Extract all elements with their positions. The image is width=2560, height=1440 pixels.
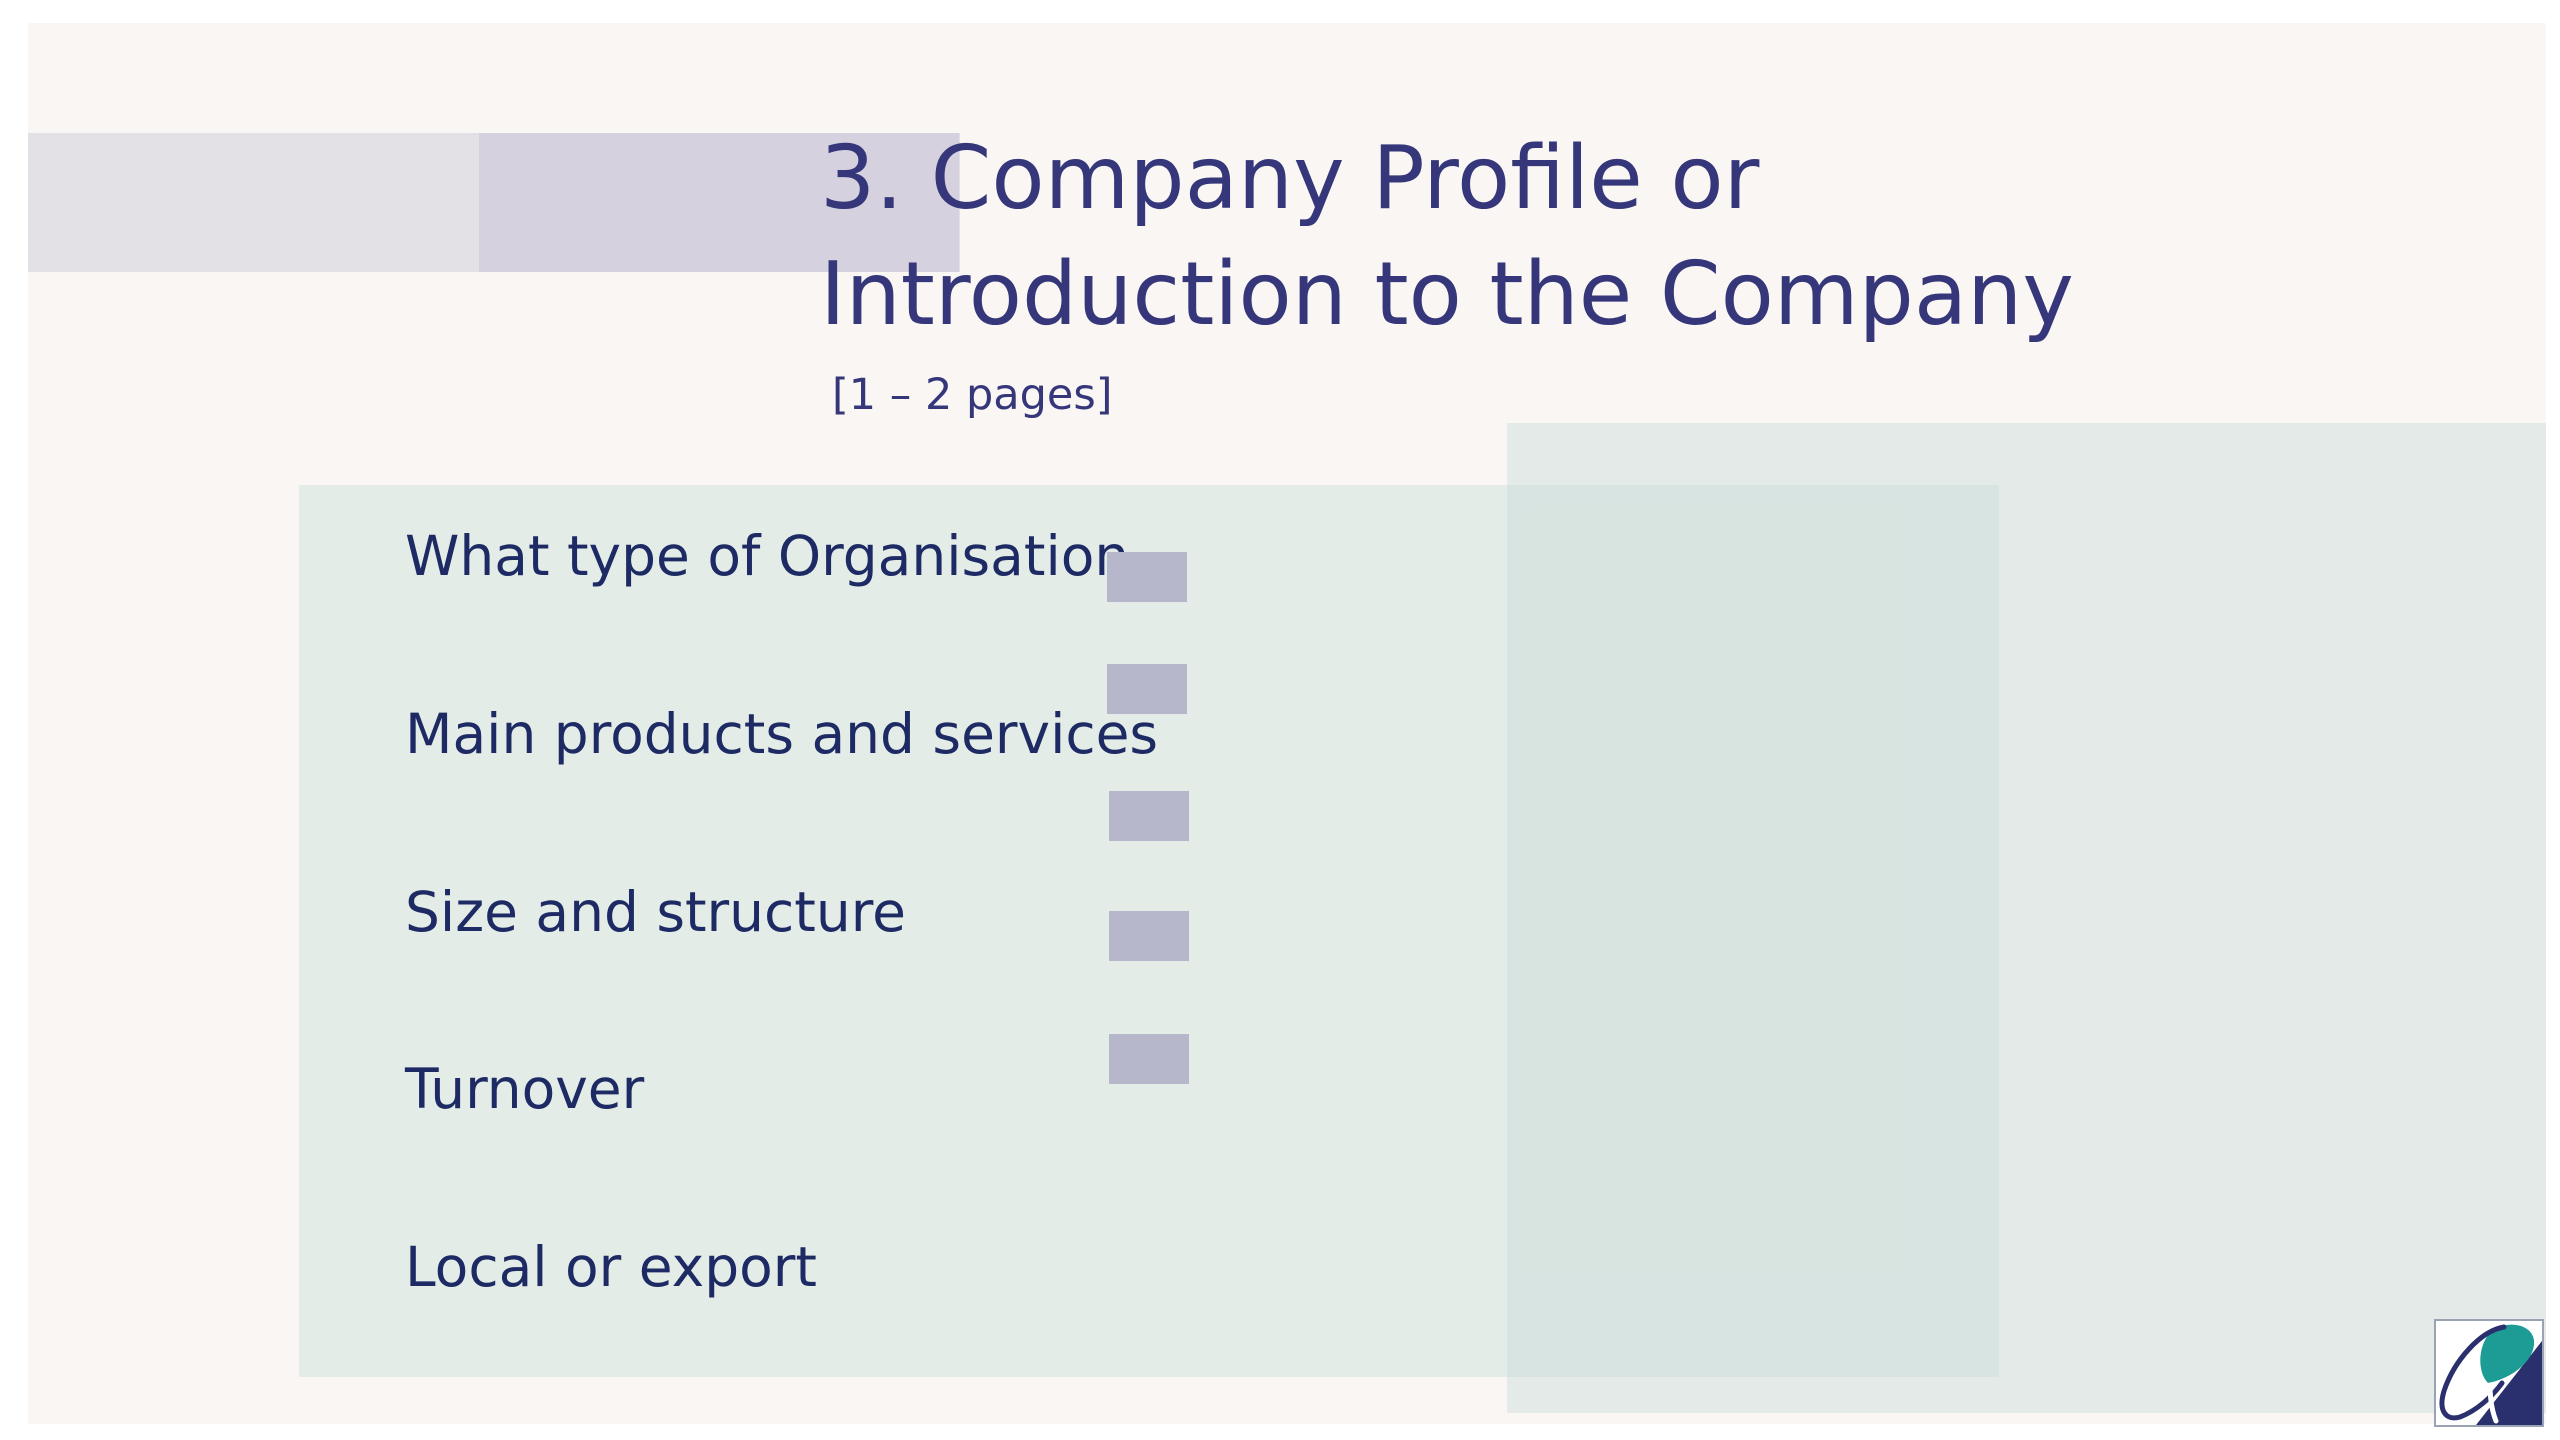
decorative-marker [1109,1034,1189,1084]
bullet-item-turnover: Turnover [405,1057,645,1121]
company-logo-icon [2434,1319,2544,1427]
slide [28,23,2546,1424]
slide-title-line-2: Introduction to the Company [820,243,2074,345]
overlay-panel [1507,423,2546,1413]
decorative-marker [1107,552,1187,602]
bullet-item-products-services: Main products and services [405,702,1159,766]
decorative-marker [1109,911,1189,961]
bullet-item-size-structure: Size and structure [405,880,906,944]
bullet-item-organisation-type: What type of Organisation [405,524,1130,588]
slide-title: 3. Company Profile or Introduction to th… [820,120,2074,352]
bullet-item-local-export: Local or export [405,1235,817,1299]
slide-title-line-1: 3. Company Profile or [820,127,1760,229]
decorative-marker [1109,791,1189,841]
header-band-dark [479,133,959,272]
page-count-note: [1 – 2 pages] [832,370,1113,420]
decorative-marker [1107,664,1187,714]
